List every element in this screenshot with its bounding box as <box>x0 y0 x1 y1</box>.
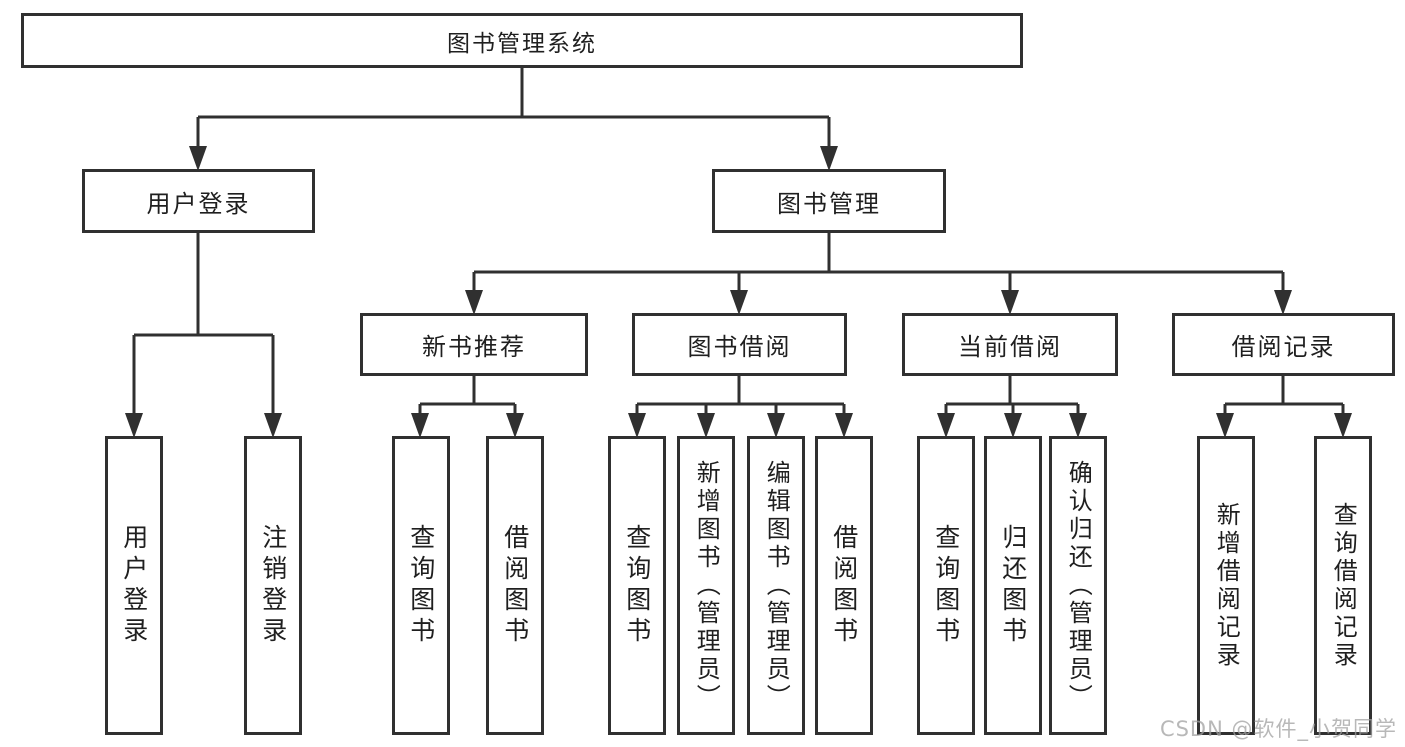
leaf-edit-books-admin: 编辑图书（管理员） <box>747 436 805 735</box>
leaf-query-borrow-record: 查询借阅记录 <box>1314 436 1372 735</box>
leaf-label: 查询借阅记录 <box>1329 501 1358 670</box>
leaf-query-books-borrowing: 查询图书 <box>608 436 666 735</box>
leaf-label: 新增图书（管理员） <box>692 459 721 712</box>
node-label: 图书管理 <box>777 189 881 218</box>
leaf-logout: 注销登录 <box>244 436 302 735</box>
node-book-management: 图书管理 <box>712 169 946 233</box>
node-label: 图书管理系统 <box>447 30 597 57</box>
node-borrowing-records: 借阅记录 <box>1172 313 1395 376</box>
leaf-borrow-books-recommend: 借阅图书 <box>486 436 544 735</box>
node-book-borrowing: 图书借阅 <box>632 313 847 376</box>
leaf-label: 借阅图书 <box>829 523 859 648</box>
leaf-borrow-books-borrowing: 借阅图书 <box>815 436 873 735</box>
node-root-library-management-system: 图书管理系统 <box>21 13 1023 68</box>
leaf-label: 注销登录 <box>258 523 288 648</box>
node-label: 图书借阅 <box>687 333 792 361</box>
leaf-label: 确认归还（管理员） <box>1064 459 1093 712</box>
leaf-add-books-admin: 新增图书（管理员） <box>677 436 735 735</box>
leaf-return-books: 归还图书 <box>984 436 1042 735</box>
leaf-query-books-recommend: 查询图书 <box>392 436 450 735</box>
leaf-add-borrow-record: 新增借阅记录 <box>1197 436 1255 735</box>
leaf-label: 新增借阅记录 <box>1212 501 1241 670</box>
leaf-label: 借阅图书 <box>500 523 530 648</box>
leaf-label: 用户登录 <box>119 523 149 648</box>
csdn-watermark: CSDN @软件_小贺同学 <box>1159 717 1397 741</box>
leaf-user-login: 用户登录 <box>105 436 163 735</box>
connector-arrowheads <box>125 146 1352 438</box>
leaf-label: 查询图书 <box>406 523 436 648</box>
node-new-book-recommend: 新书推荐 <box>360 313 588 376</box>
node-current-borrowing: 当前借阅 <box>902 313 1118 376</box>
node-label: 当前借阅 <box>958 333 1062 361</box>
node-label: 借阅记录 <box>1231 333 1336 361</box>
leaf-label: 查询图书 <box>931 523 961 648</box>
leaf-label: 归还图书 <box>998 523 1028 648</box>
leaf-label: 编辑图书（管理员） <box>762 459 791 712</box>
leaf-query-books-current: 查询图书 <box>917 436 975 735</box>
node-user-login: 用户登录 <box>82 169 315 233</box>
leaf-label: 查询图书 <box>622 523 652 648</box>
node-label: 新书推荐 <box>422 333 526 361</box>
node-label: 用户登录 <box>146 189 251 218</box>
connector-path-group <box>132 68 1345 415</box>
leaf-confirm-return-admin: 确认归还（管理员） <box>1049 436 1107 735</box>
